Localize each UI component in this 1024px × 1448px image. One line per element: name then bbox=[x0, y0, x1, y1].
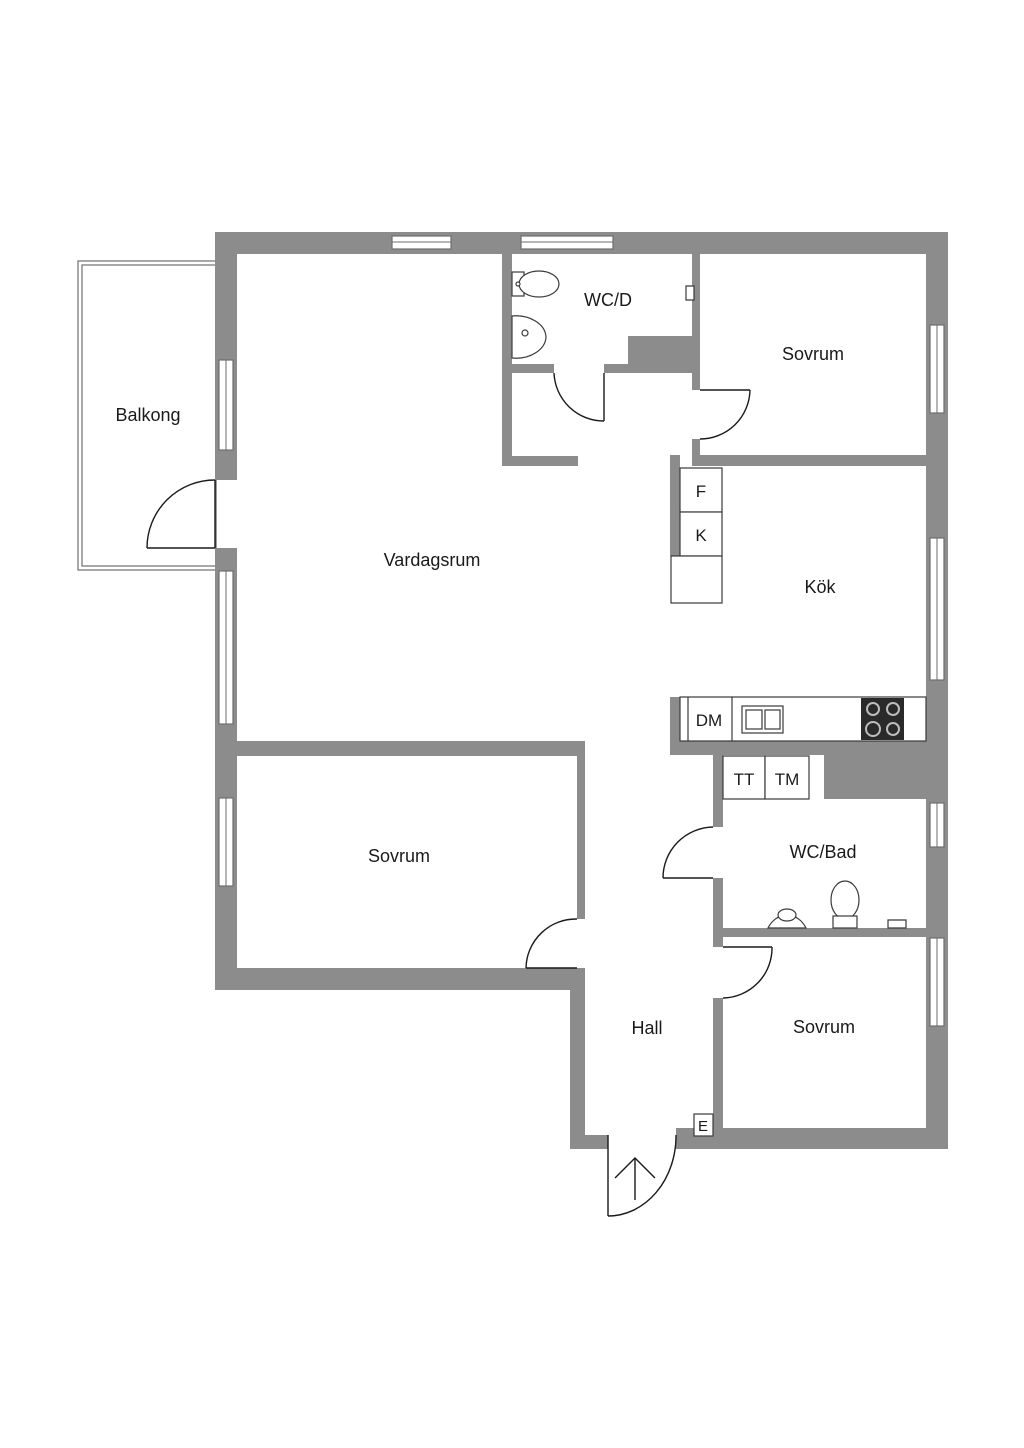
room-label-wc-d: WC/D bbox=[584, 290, 632, 310]
wc-d-fixtures bbox=[511, 270, 695, 359]
room-label-sovrum-bottom: Sovrum bbox=[793, 1017, 855, 1037]
windows bbox=[218, 235, 945, 1027]
washer-box bbox=[764, 755, 810, 800]
room-labels: Balkong Vardagsrum WC/D Sovrum Kök Sovru… bbox=[115, 290, 856, 1038]
toilet-icon bbox=[518, 270, 560, 298]
room-label-hall: Hall bbox=[631, 1018, 662, 1038]
bathroom-toilet-icon bbox=[830, 880, 860, 920]
appliance-labels: F K DM TT TM E bbox=[695, 482, 799, 1135]
appliance-label-electrical: E bbox=[698, 1118, 708, 1135]
sink-icon bbox=[511, 315, 547, 359]
room-label-wc-bad: WC/Bad bbox=[789, 842, 856, 862]
doors bbox=[146, 372, 773, 1217]
appliance-label-dryer: TT bbox=[734, 770, 755, 789]
pantry-box bbox=[670, 555, 723, 604]
appliance-label-fridge: K bbox=[695, 526, 707, 545]
room-label-kok: Kök bbox=[804, 577, 836, 597]
wc-bad-fixtures bbox=[722, 755, 907, 929]
fridge-box bbox=[679, 511, 723, 557]
freezer-box bbox=[679, 467, 723, 513]
appliance-label-freezer: F bbox=[696, 482, 706, 501]
electrical-box bbox=[693, 1113, 714, 1137]
bathroom-faucet-icon bbox=[887, 919, 907, 929]
room-label-vardagsrum: Vardagsrum bbox=[384, 550, 481, 570]
outer-walls bbox=[215, 232, 948, 1149]
faucet-icon bbox=[685, 285, 695, 301]
room-label-balkong: Balkong bbox=[115, 405, 180, 425]
room-label-sovrum-left: Sovrum bbox=[368, 846, 430, 866]
room-label-sovrum-top: Sovrum bbox=[782, 344, 844, 364]
appliance-label-dishwasher: DM bbox=[696, 711, 722, 730]
interior-walls bbox=[237, 254, 926, 1138]
appliance-label-washer: TM bbox=[775, 770, 800, 789]
kitchen-fixtures bbox=[670, 467, 927, 742]
